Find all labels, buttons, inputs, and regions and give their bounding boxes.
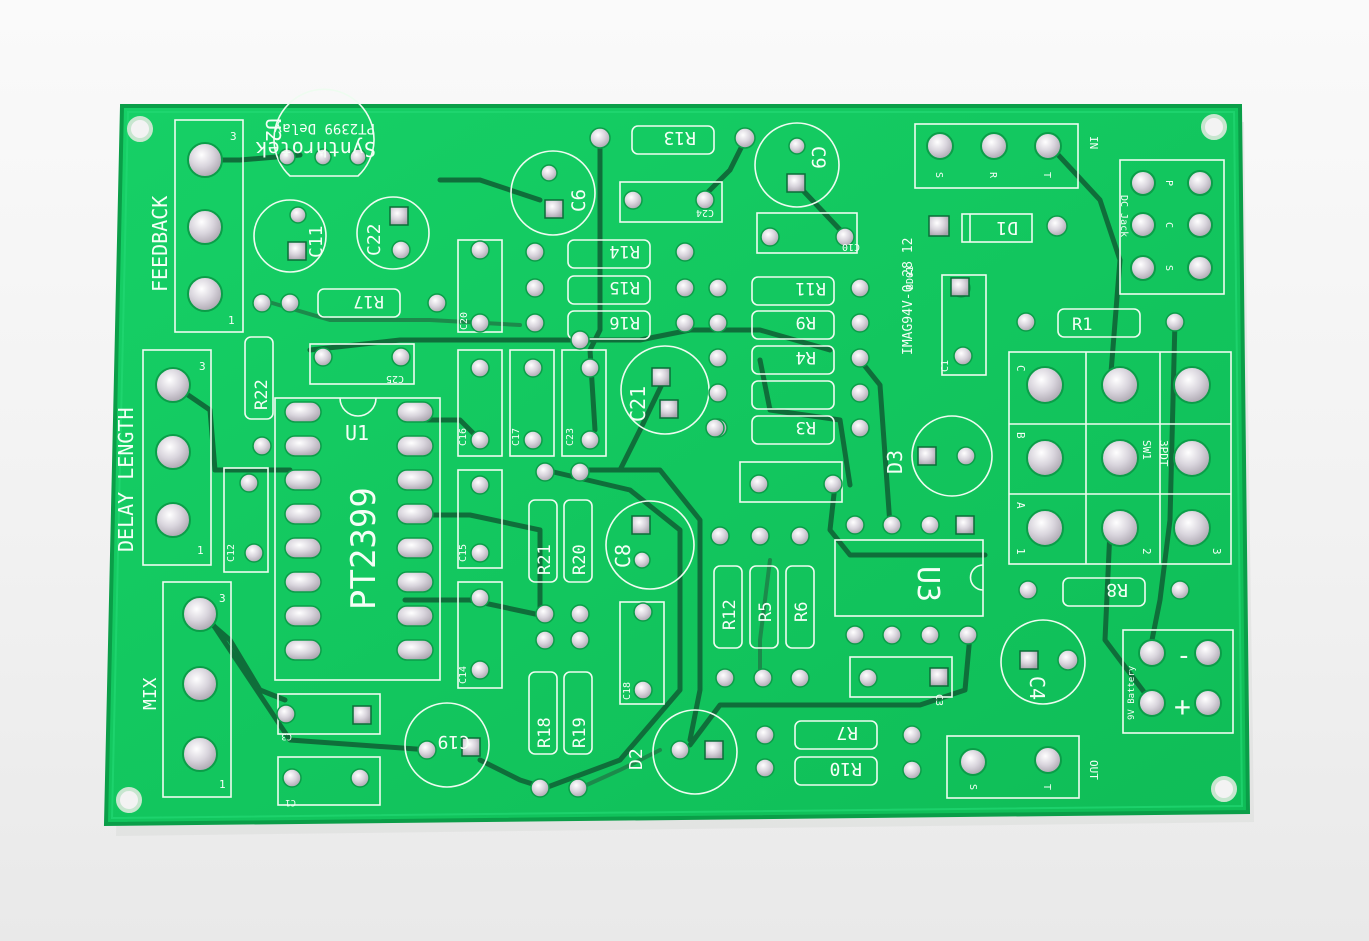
copper-traces — [169, 137, 1178, 791]
u2-label: U2 — [261, 118, 285, 142]
pot-delay-pin3: 3 — [199, 360, 206, 373]
battery-minus: - — [1176, 641, 1192, 671]
c12-label: C12 — [226, 544, 237, 562]
switch-col-2: 2 — [1140, 548, 1153, 555]
out-jack-label: OUT — [1087, 760, 1100, 780]
in-jack-t: T — [1041, 172, 1052, 178]
pot-mix-pin1: 1 — [219, 778, 226, 791]
c3-label: C3 — [933, 694, 944, 706]
c8-label: C8 — [611, 544, 635, 568]
r7-label: R7 — [836, 722, 858, 743]
switch-col-1: 1 — [1014, 548, 1027, 555]
c-film-label-2: C1 — [285, 797, 296, 807]
dc-jack-label: DC Jack — [1118, 195, 1129, 237]
switch-row-c: C — [1014, 365, 1027, 372]
sw1-label: SW1 — [1140, 440, 1153, 460]
c1-label: C1 — [940, 360, 951, 372]
r14-label: R14 — [609, 241, 640, 261]
r21-label: R21 — [535, 544, 555, 575]
dc-jack-p: P — [1163, 180, 1174, 186]
pot-delay-pin1: 1 — [197, 544, 204, 557]
pot-mix-pin3: 3 — [219, 592, 226, 605]
u1-label: U1 — [345, 421, 369, 445]
c10-label: C10 — [842, 241, 860, 252]
u1-part-label: PT2399 — [344, 487, 384, 610]
c21-label: C21 — [626, 386, 650, 422]
dc-jack-c: C — [1163, 222, 1174, 228]
c-film-label-1: C3 — [281, 731, 292, 741]
r17-label: R17 — [353, 291, 384, 311]
mix-label: MIX — [140, 677, 161, 710]
r8-label: R8 — [1106, 579, 1128, 600]
r15-label: R15 — [609, 277, 640, 297]
c9-label: C9 — [807, 146, 829, 169]
r9-label: R9 — [796, 312, 816, 332]
c25-label: C25 — [386, 373, 404, 384]
c19-label: C19 — [437, 731, 470, 752]
r11-label: R11 — [795, 278, 826, 298]
r19-label: R19 — [570, 717, 590, 748]
r12-label: R12 — [720, 599, 740, 630]
c18-label: C18 — [622, 682, 633, 700]
switch-row-b: B — [1014, 432, 1027, 439]
c17-label: C17 — [511, 428, 522, 446]
pot-feedback-pin1: 1 — [228, 314, 235, 327]
c14-label: C14 — [458, 666, 469, 684]
r6-label: R6 — [792, 602, 812, 622]
brand-label: Synthrotek — [256, 137, 376, 161]
battery-plus: + — [1174, 690, 1191, 723]
c6-label: C6 — [568, 189, 590, 212]
switch-col-3: 3 — [1210, 548, 1223, 555]
r16-label: R16 — [609, 312, 640, 332]
u3-label: U3 — [910, 566, 945, 602]
c4-label: C4 — [1025, 676, 1049, 700]
d3-label: D3 — [883, 450, 907, 474]
switch-type-label: 3PDT — [1157, 440, 1170, 467]
r20-label: R20 — [570, 544, 590, 575]
in-jack-label: IN — [1087, 136, 1100, 149]
in-jack-r: R — [987, 172, 998, 179]
switch-row-a: A — [1014, 502, 1027, 509]
r1-label: R1 — [1072, 315, 1092, 335]
c11-label: C11 — [306, 225, 327, 258]
c23-label: C23 — [565, 428, 576, 446]
r18-label: R18 — [535, 717, 555, 748]
dc-jack-s: S — [1163, 265, 1174, 271]
c15-label: C15 — [458, 544, 469, 562]
mfg-code-label: IMAG94V-0 28 12 — [901, 238, 916, 355]
pot-feedback-pin3: 3 — [230, 130, 237, 143]
mounting-holes — [116, 114, 1237, 813]
c22-label: C22 — [364, 223, 385, 256]
silkscreen-labels: Synthrotek PT2399 Delay IMAG94V-0 28 12 … — [114, 118, 1223, 807]
r10-label: R10 — [829, 758, 862, 779]
r3-label: R3 — [796, 417, 816, 437]
battery-label: 9V Battery — [1127, 665, 1137, 720]
mfg-code2-label: BD01 — [905, 266, 916, 290]
project-label: PT2399 Delay — [274, 120, 375, 136]
d2-label: D2 — [626, 748, 647, 770]
out-jack-t: T — [1041, 784, 1052, 790]
c24-label: C24 — [696, 207, 714, 218]
c20-label: C20 — [459, 312, 470, 330]
d1-label: D1 — [996, 217, 1018, 238]
r22-label: R22 — [252, 379, 272, 410]
in-jack-s: S — [933, 172, 944, 178]
out-jack-s: S — [967, 784, 978, 790]
r13-label: R13 — [663, 127, 696, 148]
r4-label: R4 — [796, 347, 816, 367]
r5-label: R5 — [756, 602, 776, 622]
c16-label: C16 — [458, 428, 469, 446]
feedback-label: FEEDBACK — [148, 196, 172, 292]
delay-length-label: DELAY LENGTH — [114, 408, 138, 553]
solder-pads — [155, 127, 1222, 798]
